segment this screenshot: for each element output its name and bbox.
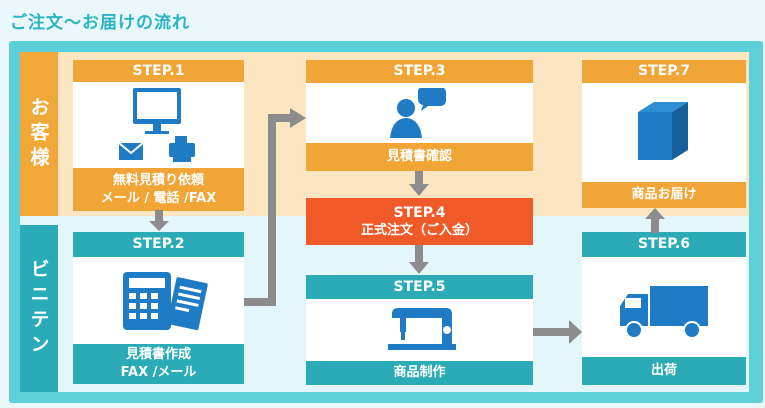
company-role-text: ビニテン [27,258,50,359]
step4-label: STEP.4 [393,204,446,221]
box-icon [638,102,688,160]
step6-card: STEP.6 出荷 [582,232,746,385]
step5-card: STEP.5 商品制作 [306,275,533,385]
step7-label: STEP.7 [582,60,746,83]
step1-label: STEP.1 [73,60,244,82]
step1-footer: 無料見積り依頼 メール / 電話 /FAX [73,168,244,211]
step7-card: STEP.7 商品お届け [582,60,746,208]
sewing-machine-icon [388,308,456,350]
step4-body: STEP.4 正式注文（ご入金） [306,198,533,245]
arrow-step5-to-step6 [533,320,582,344]
step6-label: STEP.6 [582,232,746,257]
step3-footer: 見積書確認 [306,143,533,171]
computer-mail-fax-icon [118,88,195,162]
step6-footer: 出荷 [582,357,746,385]
arrow-step3-to-step4 [409,171,429,196]
calculator-document-icon [123,272,208,331]
truck-icon [620,286,708,339]
customer-role-text: お客様 [27,96,50,172]
step3-desc: 見積書確認 [386,149,452,164]
step7-footer: 商品お届け [582,182,746,208]
step2-label: STEP.2 [73,232,244,257]
step2-card: STEP.2 見積書作成 FAX /メール [73,232,244,384]
page-title: ご注文〜お届けの流れ [10,13,190,33]
arrow-step2-to-step3 [244,108,306,306]
step4-card: STEP.4 正式注文（ご入金） [306,198,533,245]
step3-label: STEP.3 [306,60,533,83]
step5-footer: 商品制作 [306,361,533,385]
step2-desc-line2: FAX /メール [120,365,197,380]
step7-desc: 商品お届け [631,187,697,202]
step3-card: STEP.3 見積書確認 [306,60,533,171]
step1-desc-line2: メール / 電話 /FAX [100,190,217,206]
arrow-step1-to-step2 [149,210,169,231]
step2-footer: 見積書作成 FAX /メール [73,344,244,384]
step2-desc-line1: 見積書作成 [125,347,191,362]
customer-role-label: お客様 [20,52,58,216]
person-speech-icon [390,88,446,138]
step5-desc: 商品制作 [393,365,446,380]
arrow-step4-to-step5 [409,245,429,274]
step6-desc: 出荷 [650,363,677,378]
step5-label: STEP.5 [306,275,533,299]
step4-desc: 正式注文（ご入金） [360,222,478,238]
step1-desc-line1: 無料見積り依頼 [112,172,204,188]
step1-card: STEP.1 無料見積り依頼 メール / 電話 /FAX [73,60,244,211]
company-role-label: ビニテン [20,225,58,392]
arrow-step6-to-step7 [645,208,665,233]
